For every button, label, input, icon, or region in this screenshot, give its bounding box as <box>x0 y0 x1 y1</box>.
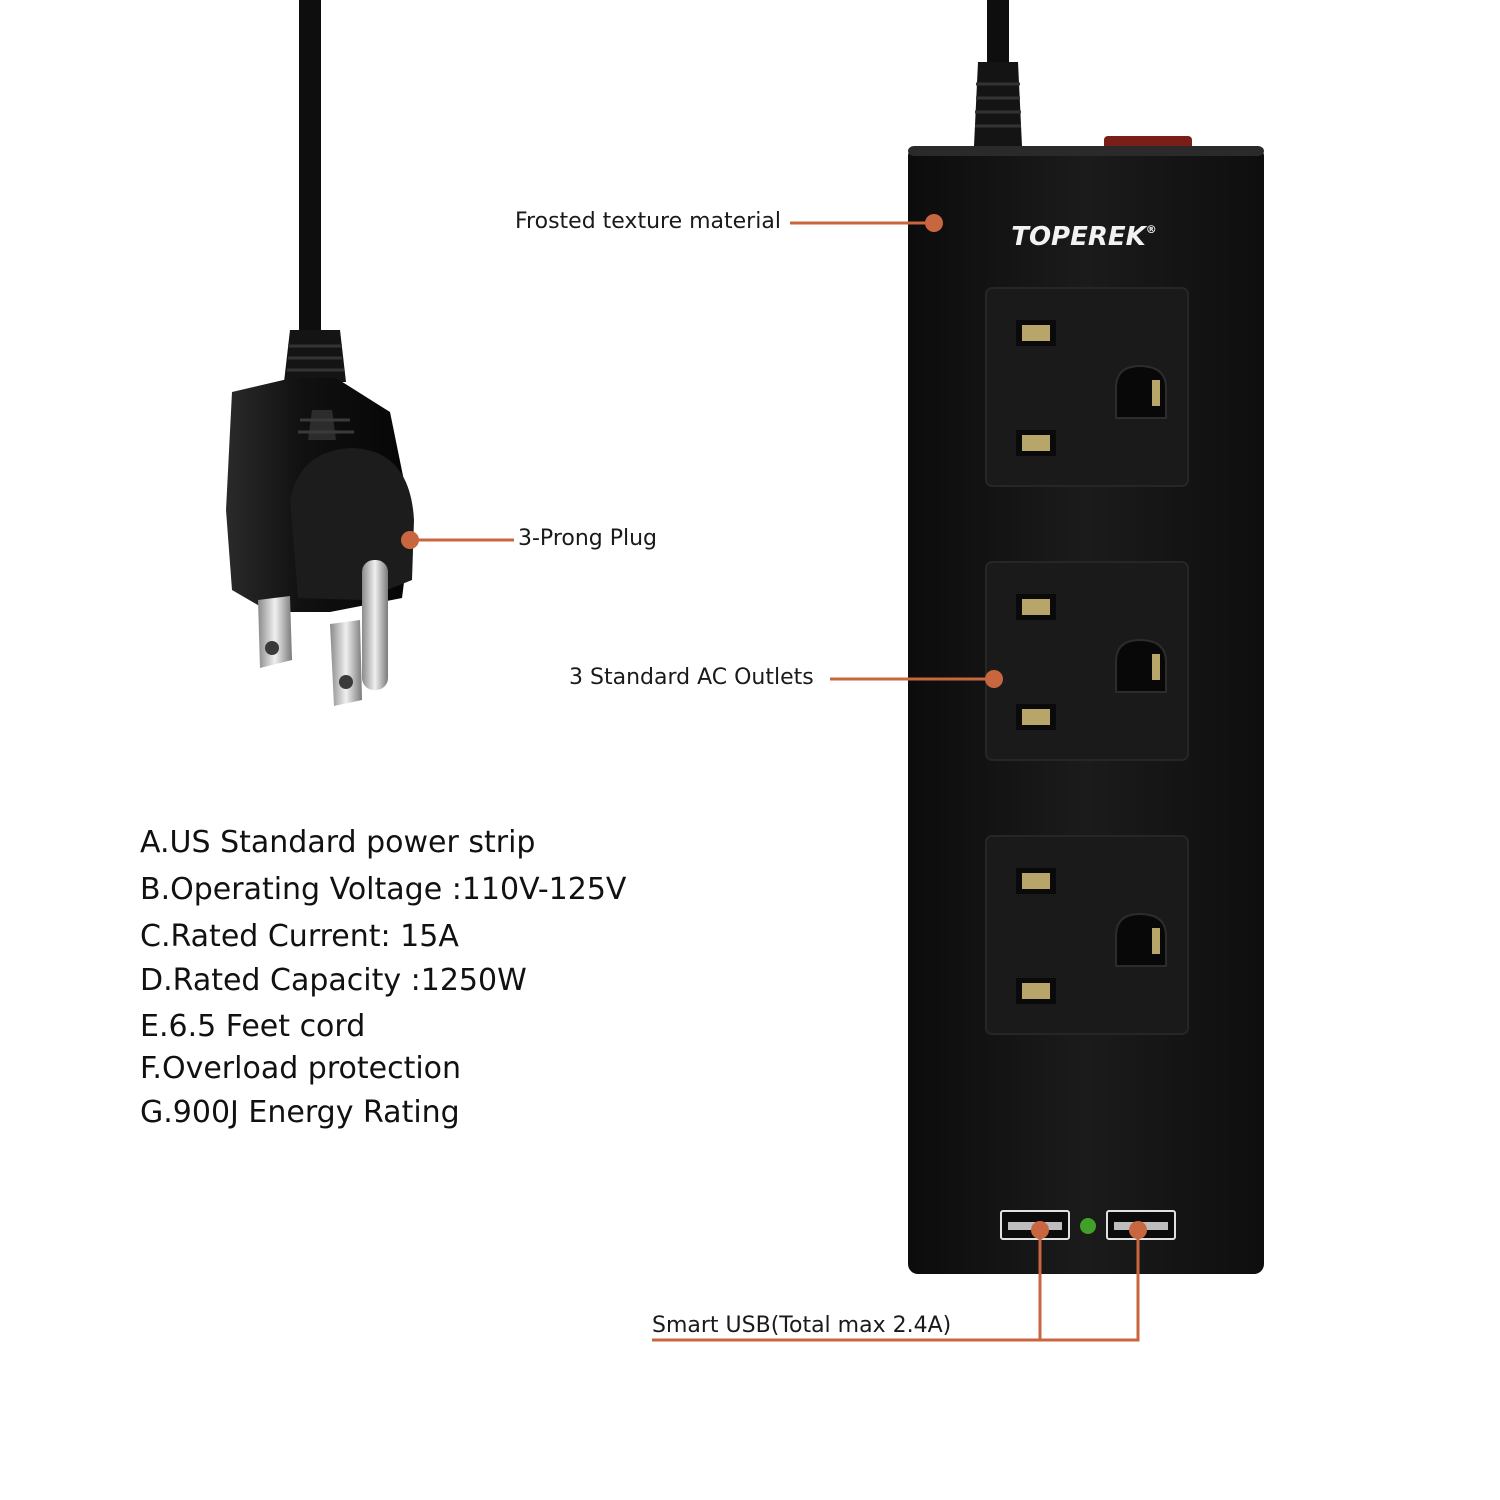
ac-outlets <box>985 287 1189 1035</box>
callout-lines <box>410 221 1140 1342</box>
callout-smart-usb: Smart USB(Total max 2.4A) <box>652 1313 952 1338</box>
spec-item: A.US Standard power strip <box>140 825 536 860</box>
spec-item: B.Operating Voltage :110V-125V <box>140 872 627 907</box>
ac-outlet <box>985 561 1189 761</box>
usb-indicator-led <box>1080 1218 1096 1234</box>
spec-item: E.6.5 Feet cord <box>140 1009 366 1044</box>
spec-item: F.Overload protection <box>140 1051 462 1086</box>
ac-outlet <box>985 835 1189 1035</box>
ac-outlet <box>985 287 1189 487</box>
brand-logo: TOPEREK® <box>1011 222 1157 252</box>
spec-item: C.Rated Current: 15A <box>140 919 459 954</box>
spec-item: D.Rated Capacity :1250W <box>140 963 527 998</box>
spec-item: G.900J Energy Rating <box>140 1095 460 1130</box>
callout-frosted-texture: Frosted texture material <box>515 209 781 234</box>
callout-dots <box>401 214 1147 1239</box>
callout-three-prong-plug: 3-Prong Plug <box>518 526 658 551</box>
three-prong-plug <box>226 330 414 706</box>
strip-cord <box>974 0 1022 146</box>
callout-ac-outlets: 3 Standard AC Outlets <box>569 665 814 690</box>
